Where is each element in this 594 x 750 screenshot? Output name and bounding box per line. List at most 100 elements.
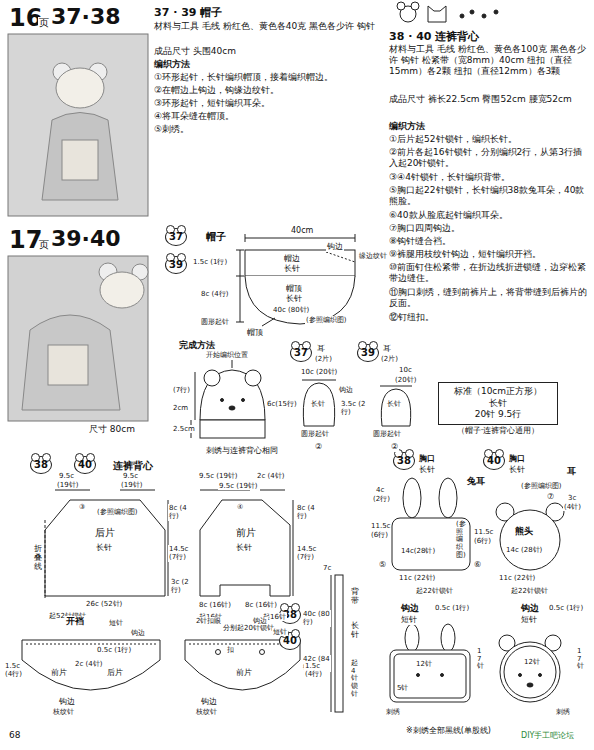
dimension-label: 成品尺寸 裤长22.5cm 臀围52cm 腰宽52cm <box>388 94 590 105</box>
dimension-label: 钩边 <box>338 386 354 394</box>
badge-number: 37 <box>169 231 183 242</box>
gauge-text: 长针 <box>443 398 553 410</box>
dimension-label: 14.5c (7行) <box>168 545 196 562</box>
dimension-label: ④ <box>236 503 244 511</box>
dimension-label: 9.5c <box>58 472 75 480</box>
dimension-label: 0.5c (1行) <box>434 604 470 612</box>
dimension-label: 8c (16针) <box>198 601 232 609</box>
dimension-label: 14c(28针) <box>400 547 436 555</box>
dimension-label: ③④4针锁针，长针编织背带。 <box>388 172 590 183</box>
badge-number: 40 <box>78 459 92 470</box>
dimension-label: ③ <box>78 503 86 511</box>
heading-label: 编织方法 <box>153 59 191 70</box>
dimension-label: 14.5c (7行) <box>296 545 324 562</box>
dimension-label: 12针 <box>415 660 433 668</box>
dimension-label: 2c (4针) <box>74 660 103 668</box>
dimension-label: 长针 <box>95 543 113 553</box>
dimension-label: 短针 <box>272 628 288 636</box>
dimension-label: 2c (4针) <box>256 472 285 480</box>
heading-label: 39·40 <box>50 226 122 252</box>
dimension-label: ⑤胸口起22针锁针，长针编织38款兔耳朵，40款熊脸。 <box>388 185 590 207</box>
dimension-label: 圆形起针 <box>300 430 330 438</box>
heading-label: 开裆 <box>65 616 85 627</box>
dimension-label: 帽顶 <box>246 328 264 338</box>
bear-badge: 38 <box>393 452 415 470</box>
dimension-label: (参照编织图) <box>520 482 562 490</box>
dimension-label: 钩边 <box>326 242 344 252</box>
dimension-label: 12针 <box>523 658 541 666</box>
dimension-label: 40c (80针) <box>272 306 310 314</box>
dimension-label: 68 <box>8 730 21 741</box>
dimension-label: 40cm <box>290 226 314 236</box>
heading-label: 胸口 <box>508 454 526 464</box>
dimension-label: 尺寸 80cm <box>88 424 136 435</box>
dimension-label: 2.5cm <box>172 425 196 433</box>
heading-label: 连裤背心 <box>112 460 154 472</box>
vertical-label: 长针 <box>350 622 360 640</box>
dimension-label: ② <box>390 442 399 452</box>
dimension-label: ※刺绣全部黑线(单股线) <box>405 726 492 736</box>
gauge-box: 标准（10cm正方形）长针20针 9.5行（帽子·连裤背心通用） <box>438 382 558 425</box>
dimension-label: 枝纹针 <box>195 708 218 716</box>
dimension-label: ⑪胸口刺绣，缝到前裤片上，将背带缝到后裤片的反面。 <box>388 287 590 309</box>
badge-number: 39 <box>169 259 183 270</box>
dimension-label: 14c (28针) <box>505 546 543 554</box>
dimension-label: 枝纹针 <box>52 708 75 716</box>
dimension-label: ①后片起52针锁针，编织长针。 <box>388 134 590 145</box>
dimension-label: DIY手工吧论坛 <box>520 731 575 741</box>
dimension-label: 3c <box>567 494 577 502</box>
heading-label: 胸口 <box>418 454 436 464</box>
dimension-label: 刺绣 <box>385 708 401 716</box>
dimension-label: 前片 <box>235 668 253 678</box>
dimension-label: ⑨裤腿用枝纹针钩边，短针编织开裆。 <box>388 249 590 260</box>
dimension-label: 长针 <box>508 465 526 475</box>
heading-label: 兔耳 <box>466 476 486 487</box>
dimension-label: ②前片各起16针锁针，分别编织2行，从第3行插入起20针锁针。 <box>388 147 590 169</box>
dimension-label: 4c <box>375 486 385 494</box>
dimension-label: ⑦胸口四周钩边。 <box>388 223 590 234</box>
dimension-label: 1.5c (4行) <box>4 662 24 679</box>
gauge-text: （帽子·连裤背心通用） <box>439 426 557 436</box>
dimension-label: 页 <box>38 239 50 251</box>
dimension-label: ⑫钉纽扣。 <box>388 312 590 323</box>
dimension-label: 起22针锁针 <box>510 587 549 595</box>
dimension-label: (2片) <box>380 355 399 363</box>
gauge-text: 20针 9.5行 <box>443 409 553 421</box>
dimension-label: 长针 <box>283 264 301 274</box>
dimension-label: 钩边 <box>58 697 76 707</box>
badge-number: 38 <box>34 459 48 470</box>
dimension-label: 材料与工具 毛线 粉红色、黄色各100克 黑色各少许 钩针 松紧带（宽8mm）4… <box>388 44 590 76</box>
dimension-label: 圆形起针 <box>372 430 402 438</box>
badge-number: 39 <box>361 347 375 358</box>
dimension-label: 2针扣眼 <box>195 617 222 625</box>
heading-label: 编织方法 <box>388 121 426 132</box>
dimension-label: ⑦ <box>546 492 555 502</box>
dimension-label: 钩边 <box>252 617 268 625</box>
dimension-label: 耳 <box>382 344 392 354</box>
dimension-label: 起22针锁针 <box>415 587 454 595</box>
heading-label: 37·38 <box>50 4 122 30</box>
dimension-label: 1.5c (1行) <box>192 258 228 266</box>
dimension-label: 9.5c <box>122 472 139 480</box>
dimension-label: 钩边 <box>130 629 146 637</box>
dimension-label: 6c(15行) <box>266 400 298 408</box>
dimension-label: 11.5c <box>370 522 391 530</box>
dimension-label: 开始编织位置 <box>205 351 249 359</box>
dimension-label: (2片) <box>314 355 333 363</box>
dimension-label: 材料与工具 毛线 粉红色、黄色各40克 黑色各少许 钩针 <box>153 21 377 32</box>
dimension-label: 11c (22针) <box>498 574 536 582</box>
dimension-label: (7行) <box>172 386 191 394</box>
dimension-label: 1.5c (4行) <box>304 662 328 679</box>
dimension-label: (20针) <box>394 376 417 384</box>
bear-badge: 39 <box>357 344 379 362</box>
vertical-label: (参照编织图) <box>455 521 464 559</box>
dimension-label: 帽顶 <box>285 284 303 294</box>
badge-number: 38 <box>397 455 411 466</box>
heading-label: 38 · 40 连裤背心 <box>388 30 480 43</box>
dimension-label: 短针 <box>520 615 538 625</box>
dimension-label: 前片 <box>235 527 257 539</box>
heading-label: 熊头 <box>514 526 534 537</box>
bear-badge: 37 <box>290 344 312 362</box>
dimension-label: 40c (80行) <box>302 610 331 627</box>
vertical-label: 背带 <box>350 588 360 606</box>
